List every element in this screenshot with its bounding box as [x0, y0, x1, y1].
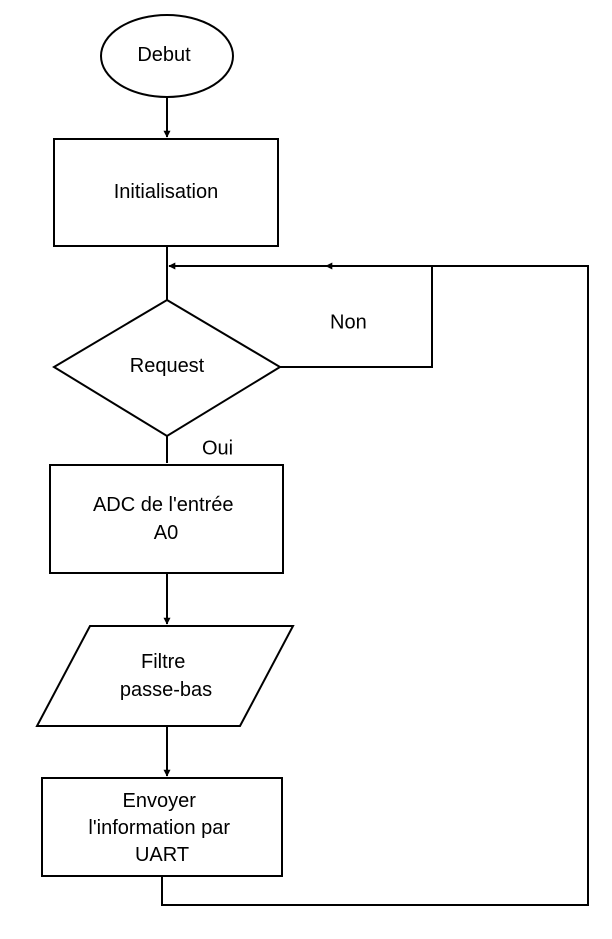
node-envoyer-rect [41, 777, 283, 877]
edge-label-oui: Oui [202, 437, 233, 459]
node-envoyer-label-line-1: Envoyer [123, 790, 197, 812]
node-envoyer-label-line-3: UART [135, 844, 189, 866]
node-adc-label-line-2: A0 [154, 522, 178, 544]
node-filtre-label-line-1: Filtre [141, 651, 185, 673]
node-request-label-line: Request [130, 355, 205, 377]
edge-label-non: Non [330, 311, 367, 333]
node-init-label: Initialisation [114, 181, 219, 203]
node-debut-ellipse [100, 14, 234, 98]
node-filtre-label-line-2: passe-bas [120, 679, 212, 701]
node-envoyer-label: Envoyer l'information par UART [88, 790, 235, 866]
node-filtre-label: Filtre passe-bas [120, 651, 212, 701]
node-init-rect [53, 138, 279, 247]
node-init-label-line: Initialisation [114, 181, 219, 203]
node-debut-label-line: Debut [137, 44, 191, 66]
node-filtre-parallelogram [35, 625, 295, 727]
edge-envoyer-return-loop [161, 265, 589, 906]
edge-request-no-loop [280, 262, 433, 368]
node-request-label: Request [130, 355, 205, 377]
node-adc-label: ADC de l'entrée A0 [93, 494, 239, 544]
node-adc-rect [49, 464, 284, 574]
node-debut-label: Debut [137, 44, 191, 66]
node-envoyer-label-line-2: l'information par [88, 817, 230, 839]
node-adc-label-line-1: ADC de l'entrée [93, 494, 234, 516]
node-request-diamond [52, 298, 282, 438]
